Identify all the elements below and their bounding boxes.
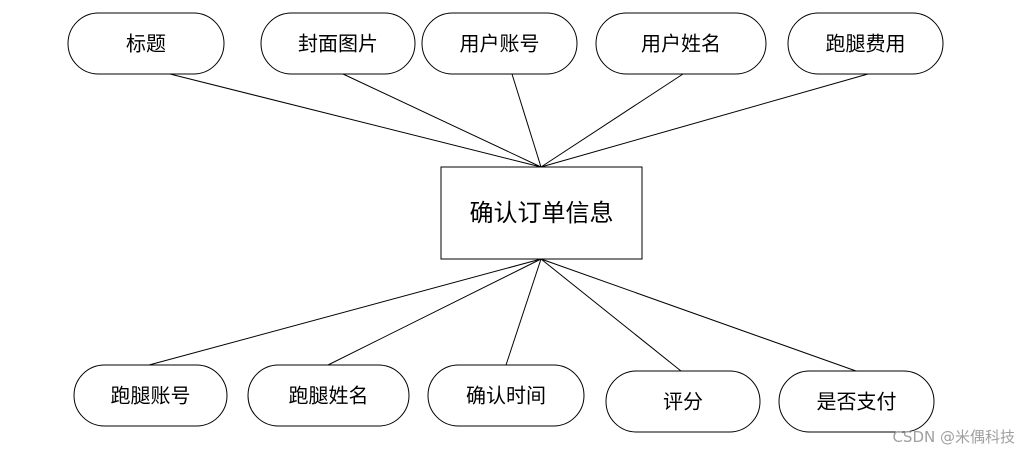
attribute-label: 用户账号 <box>460 32 540 56</box>
attribute-runner-name: 跑腿姓名 <box>247 364 410 427</box>
attribute-label: 跑腿姓名 <box>289 384 369 408</box>
connector-top-3 <box>511 73 542 168</box>
attribute-label: 封面图片 <box>298 32 378 56</box>
connectors-top <box>169 73 869 168</box>
connector-top-5 <box>540 73 869 168</box>
connector-bottom-5 <box>540 258 857 372</box>
attribute-shape <box>427 364 585 427</box>
attribute-runner-account: 跑腿账号 <box>73 364 228 427</box>
attribute-shape <box>67 12 225 75</box>
attribute-label: 用户姓名 <box>641 32 721 56</box>
attribute-shape <box>595 12 767 75</box>
attribute-confirm-time: 确认时间 <box>427 364 585 427</box>
entity-label: 确认订单信息 <box>470 199 614 227</box>
attribute-shape <box>605 370 761 433</box>
attribute-cover-image: 封面图片 <box>260 12 416 75</box>
attribute-errand-fee: 跑腿费用 <box>787 12 944 75</box>
watermark: CSDN @米偶科技 <box>892 428 1015 446</box>
attribute-label: 标题 <box>126 32 166 56</box>
attribute-rating: 评分 <box>605 370 761 433</box>
attribute-label: 跑腿账号 <box>111 384 191 408</box>
attribute-is-paid: 是否支付 <box>778 370 935 433</box>
attribute-shape <box>787 12 944 75</box>
attribute-shape <box>73 364 228 427</box>
connector-top-2 <box>342 73 542 168</box>
attribute-label: 跑腿费用 <box>826 32 906 56</box>
attribute-title: 标题 <box>67 12 225 75</box>
attribute-user-account: 用户账号 <box>421 12 578 75</box>
attribute-shape <box>247 364 410 427</box>
attribute-label: 评分 <box>663 390 703 414</box>
attribute-shape <box>421 12 578 75</box>
connector-bottom-4 <box>540 258 682 372</box>
connector-top-1 <box>169 73 542 168</box>
connectors-bottom <box>148 258 857 372</box>
attribute-label: 确认时间 <box>466 384 546 408</box>
attribute-label: 是否支付 <box>817 390 897 414</box>
attribute-user-name: 用户姓名 <box>595 12 767 75</box>
attribute-shape <box>778 370 935 433</box>
entity-confirm-order-info: 确认订单信息 <box>440 166 643 260</box>
connector-top-4 <box>540 73 684 168</box>
connector-bottom-2 <box>327 258 542 366</box>
entity-box <box>440 166 643 260</box>
attribute-shape <box>260 12 416 75</box>
connector-bottom-1 <box>148 258 542 366</box>
connector-bottom-3 <box>505 258 542 366</box>
